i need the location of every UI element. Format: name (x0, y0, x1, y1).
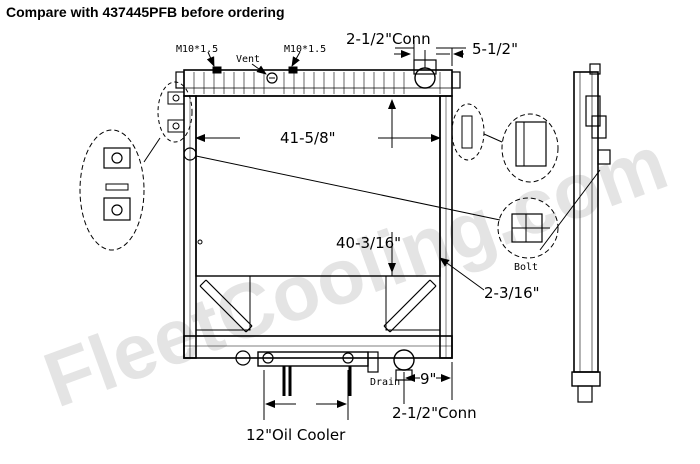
bolt-label: Bolt (514, 262, 538, 273)
vent-label: Vent (236, 54, 260, 65)
top-tank-ribs (193, 72, 441, 94)
top-inlet-connection (414, 67, 436, 89)
frame-bolt (183, 147, 197, 161)
drain-plug (367, 351, 379, 373)
bolt-detail (195, 155, 559, 259)
drain-label: Drain (370, 377, 400, 388)
left-bracket-detail-ellipse (79, 129, 145, 251)
right-corner-brace (383, 279, 437, 333)
radiator-side-view (539, 63, 611, 403)
left-bracket-ellipse-small (157, 81, 193, 143)
core-lower-outline (195, 276, 251, 331)
header-note: Compare with 437445PFB before ordering (6, 4, 285, 20)
thread-label-left: M10*1.5 (176, 44, 218, 55)
core-width-dimension: 41-5/8" (280, 129, 336, 147)
bottom-outlet-connection (393, 349, 415, 371)
top-offset-dimension: 5-1/2" (472, 40, 518, 58)
right-bracket-ellipse-small (451, 103, 485, 161)
thread-label-right: M10*1.5 (284, 44, 326, 55)
vent-plug (266, 72, 278, 84)
dimension-lines (195, 40, 485, 420)
core-height-dimension: 40-3/16" (336, 234, 401, 252)
left-corner-brace (199, 279, 253, 333)
oil-cooler-port-right (342, 352, 354, 364)
radiator-front-view (175, 59, 461, 396)
bottom-connection-dimension: 2-1/2"Conn (392, 404, 477, 422)
right-bracket-detail (451, 103, 559, 183)
left-bracket-detail (79, 81, 193, 251)
bottom-tank (183, 335, 453, 359)
bottom-offset-dimension: 9" (420, 370, 436, 388)
threaded-boss-right (288, 66, 298, 74)
oil-cooler-port-left (262, 352, 274, 364)
right-bracket-detail-ellipse (501, 113, 559, 183)
threaded-boss-left (212, 66, 222, 74)
corner-dimension: 2-3/16" (484, 284, 540, 302)
top-connection-dimension: 2-1/2"Conn (346, 30, 431, 48)
radiator-core (195, 95, 441, 277)
oil-cooler-dimension: 12"Oil Cooler (246, 426, 346, 444)
bolt-detail-ellipse (497, 197, 559, 259)
